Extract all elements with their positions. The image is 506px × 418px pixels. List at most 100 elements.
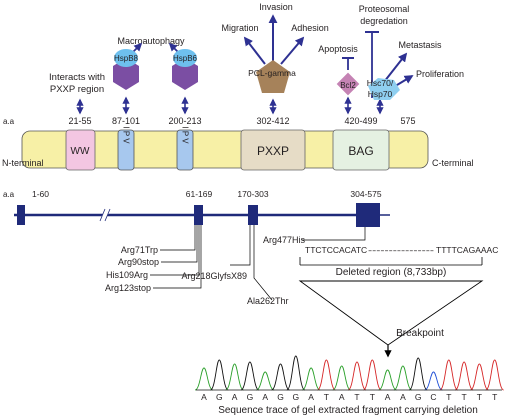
trace-peak xyxy=(209,359,229,391)
mutation-arg218glyfsx89: Arg218GlyfsX89 xyxy=(181,271,247,281)
exon-2 xyxy=(194,205,203,225)
trace-peak xyxy=(408,357,428,391)
ww-domain xyxy=(65,129,96,171)
pxxp-interaction-line1: Interacts with xyxy=(49,72,105,83)
exon-range-4: 304-575 xyxy=(350,189,381,199)
trace-base-label: T xyxy=(354,392,359,402)
mutation-arg71trp: Arg71Trp xyxy=(121,245,158,255)
mutation-leaders xyxy=(150,225,366,301)
metastasis-label: Metastasis xyxy=(398,40,442,50)
trace-base-label: T xyxy=(324,392,329,402)
range-pxxp: 302-412 xyxy=(256,116,289,126)
trace-base-label: T xyxy=(461,392,466,402)
trace-peak xyxy=(470,363,489,391)
trace-peak xyxy=(439,359,459,391)
trace-peak xyxy=(301,367,321,391)
n-terminal-label: N-terminal xyxy=(2,158,44,168)
trace-base-label: A xyxy=(400,392,406,402)
trace-base-label: G xyxy=(216,392,223,402)
bcl2-diamond xyxy=(336,72,360,96)
metastasis-arrow xyxy=(383,52,408,83)
trace-peak xyxy=(332,365,351,391)
hsc70-label-line2: Hsp70 xyxy=(368,89,393,99)
trace-peak xyxy=(271,363,290,391)
trace-peak xyxy=(225,363,244,391)
exon-1 xyxy=(17,205,25,225)
range-end: 575 xyxy=(400,116,415,126)
proteasomal-label-line1: Proteosomal xyxy=(359,4,410,14)
hsc70-label-line1: Hsc70/ xyxy=(367,78,394,88)
migration-arrow xyxy=(243,36,266,65)
trace-base-label: G xyxy=(247,392,254,402)
trace-base-label: T xyxy=(446,392,451,402)
range-ww: 21-55 xyxy=(68,116,91,126)
exon-range-2: 61-169 xyxy=(186,189,213,199)
adhesion-arrow xyxy=(280,36,305,65)
proteasomal-label-line2: degredation xyxy=(360,16,408,26)
deletion-flank-right: TTTTCAGAAAC xyxy=(436,245,498,255)
hspb8-hexagon xyxy=(113,58,139,90)
trace-peak xyxy=(316,359,336,391)
range-bag: 420-499 xyxy=(344,116,377,126)
trace-base-label: A xyxy=(262,392,268,402)
trace-peak xyxy=(378,369,397,391)
plc-gamma-pentagon xyxy=(256,60,290,93)
trace-peak xyxy=(393,365,413,391)
adhesion-label: Adhesion xyxy=(291,23,329,33)
trace-peak xyxy=(347,361,367,391)
trace-peak xyxy=(424,371,443,391)
deletion-flank-left: TTCTCCACATC xyxy=(305,245,367,255)
gene-break-mark-1 xyxy=(99,208,106,222)
ipv-domain-2-label: I P V xyxy=(181,126,190,144)
mutation-arg90stop: Arg90stop xyxy=(118,257,159,267)
trace-base-label: A xyxy=(232,392,238,402)
bag-domain xyxy=(332,129,390,171)
gene-break xyxy=(99,207,111,223)
breakpoint-label: Breakpoint xyxy=(396,328,444,339)
trace-peak xyxy=(194,367,214,391)
trace-peak xyxy=(256,371,275,391)
trace-peak xyxy=(485,359,505,391)
mutation-arg123stop: Arg123stop xyxy=(105,283,151,293)
trace-peak xyxy=(240,361,260,391)
proliferation-label: Proliferation xyxy=(416,69,464,79)
trace-base-label: T xyxy=(477,392,482,402)
trace-base-label: T xyxy=(370,392,375,402)
bcl2-label: Bcl2 xyxy=(340,81,356,90)
trace-base-label: G xyxy=(292,392,299,402)
pxxp-interaction-line2: PXXP region xyxy=(50,84,104,95)
range-ipv2: 200-213 xyxy=(168,116,201,126)
trace-base-label: G xyxy=(277,392,284,402)
bag-domain-label: BAG xyxy=(348,144,373,158)
ww-domain-label: WW xyxy=(71,146,90,157)
aa-prefix-top: a.a xyxy=(3,117,15,126)
trace-base-label: G xyxy=(415,392,422,402)
pxxp-domain xyxy=(240,129,306,171)
mutation-ala262thr: Ala262Thr xyxy=(247,296,289,306)
deletion-dashes: ---------------- xyxy=(368,245,434,255)
mutation-his109arg: His109Arg xyxy=(106,270,148,280)
ipv-domain-1 xyxy=(117,129,135,171)
exon-range-1: 1-60 xyxy=(32,189,49,199)
c-terminal-label: C-terminal xyxy=(432,158,474,168)
hspb6-label: HspB6 xyxy=(173,54,198,63)
migration-label: Migration xyxy=(221,23,258,33)
plc-gamma-label: PCL-gamma xyxy=(248,68,296,78)
exon-range-3: 170-303 xyxy=(237,189,268,199)
range-ipv1: 87-101 xyxy=(112,116,140,126)
ipv-domain-1-label: I P V xyxy=(122,126,131,144)
trace-caption: Sequence trace of gel extracted fragment… xyxy=(218,405,478,416)
interactors: Interacts with PXXP region Macroautophag… xyxy=(49,2,464,100)
mutation-arg477his: Arg477His xyxy=(263,235,306,245)
exon-4 xyxy=(356,203,380,227)
trace-base-label: A xyxy=(308,392,314,402)
hspb6-ellipse xyxy=(173,49,197,67)
gene-map: a.a 1-60 61-169 170-303 304-575 Arg71Trp… xyxy=(3,189,498,358)
trace-peak xyxy=(286,355,306,391)
hspb8-label: HspB8 xyxy=(114,54,139,63)
trace-base-label: C xyxy=(430,392,436,402)
protein-domain-map: WW I P V I P V PXXP BAG N-terminal C-ter… xyxy=(2,96,474,171)
